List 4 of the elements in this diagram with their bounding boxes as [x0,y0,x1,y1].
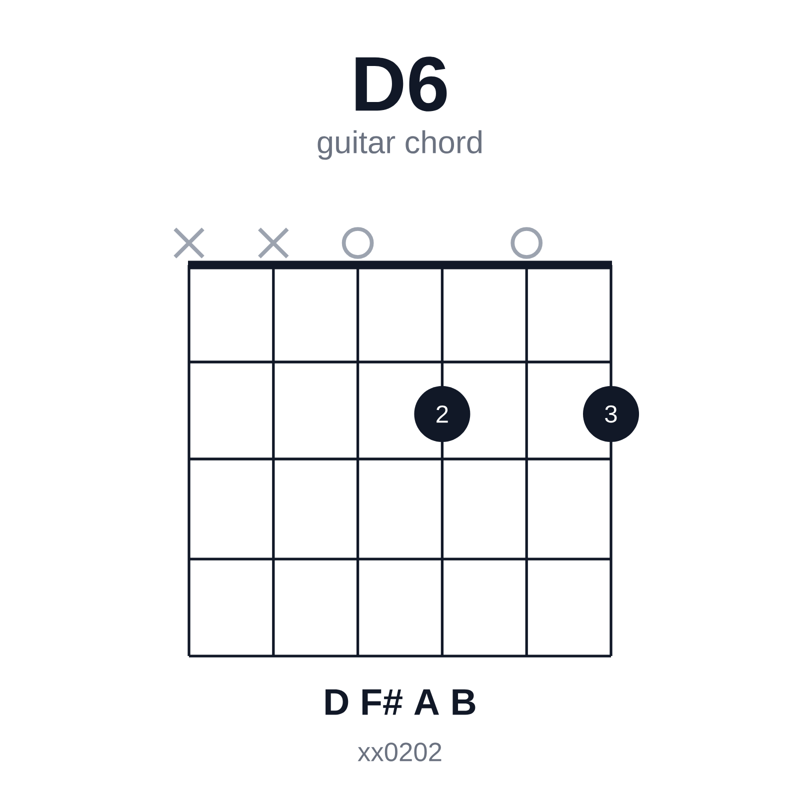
subtitle: guitar chord [318,130,482,160]
note-names: D F# A B [326,689,476,715]
chord-title: D6 [356,56,447,112]
fingering-code: xx0202 [358,742,442,762]
